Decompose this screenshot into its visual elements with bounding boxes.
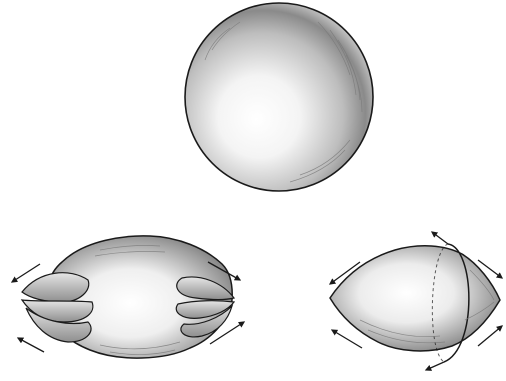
- spindle-cell: [330, 232, 502, 370]
- arrow: [478, 326, 502, 346]
- sphere-body: [185, 3, 373, 191]
- pinched-cell: [12, 236, 244, 358]
- arrow: [332, 330, 362, 348]
- left-lobes: [22, 273, 93, 342]
- arrow: [18, 338, 44, 352]
- spindle-cell-body: [330, 246, 500, 351]
- lobe: [22, 273, 89, 302]
- ring-arrow-top: [432, 232, 448, 244]
- ring-arrow-bottom: [426, 362, 444, 370]
- sphere-cell: [185, 3, 373, 191]
